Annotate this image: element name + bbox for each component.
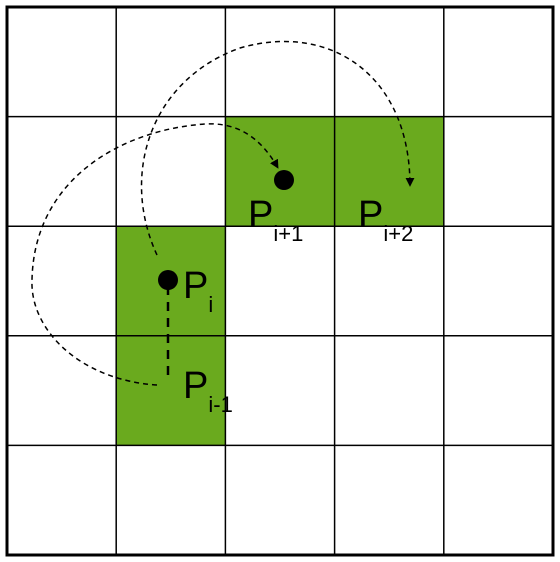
highlighted-cell	[116, 335, 226, 446]
label-p-i+2: Pi+2	[358, 194, 413, 246]
point-p-i+1	[274, 170, 294, 190]
grid-border	[5, 5, 555, 557]
edge-pi-1-to-pi+1-arrow	[31, 123, 279, 386]
edge-pi-to-pi+2-arrow	[140, 40, 415, 256]
grid-lines	[5, 5, 555, 557]
highlighted-cells	[116, 116, 444, 446]
label-p-i: Pi	[183, 265, 213, 317]
highlighted-cell	[334, 116, 444, 227]
point-p-i	[158, 270, 178, 290]
label-p-i+1: Pi+1	[248, 194, 303, 246]
label-p-i-1: Pi-1	[183, 365, 233, 417]
